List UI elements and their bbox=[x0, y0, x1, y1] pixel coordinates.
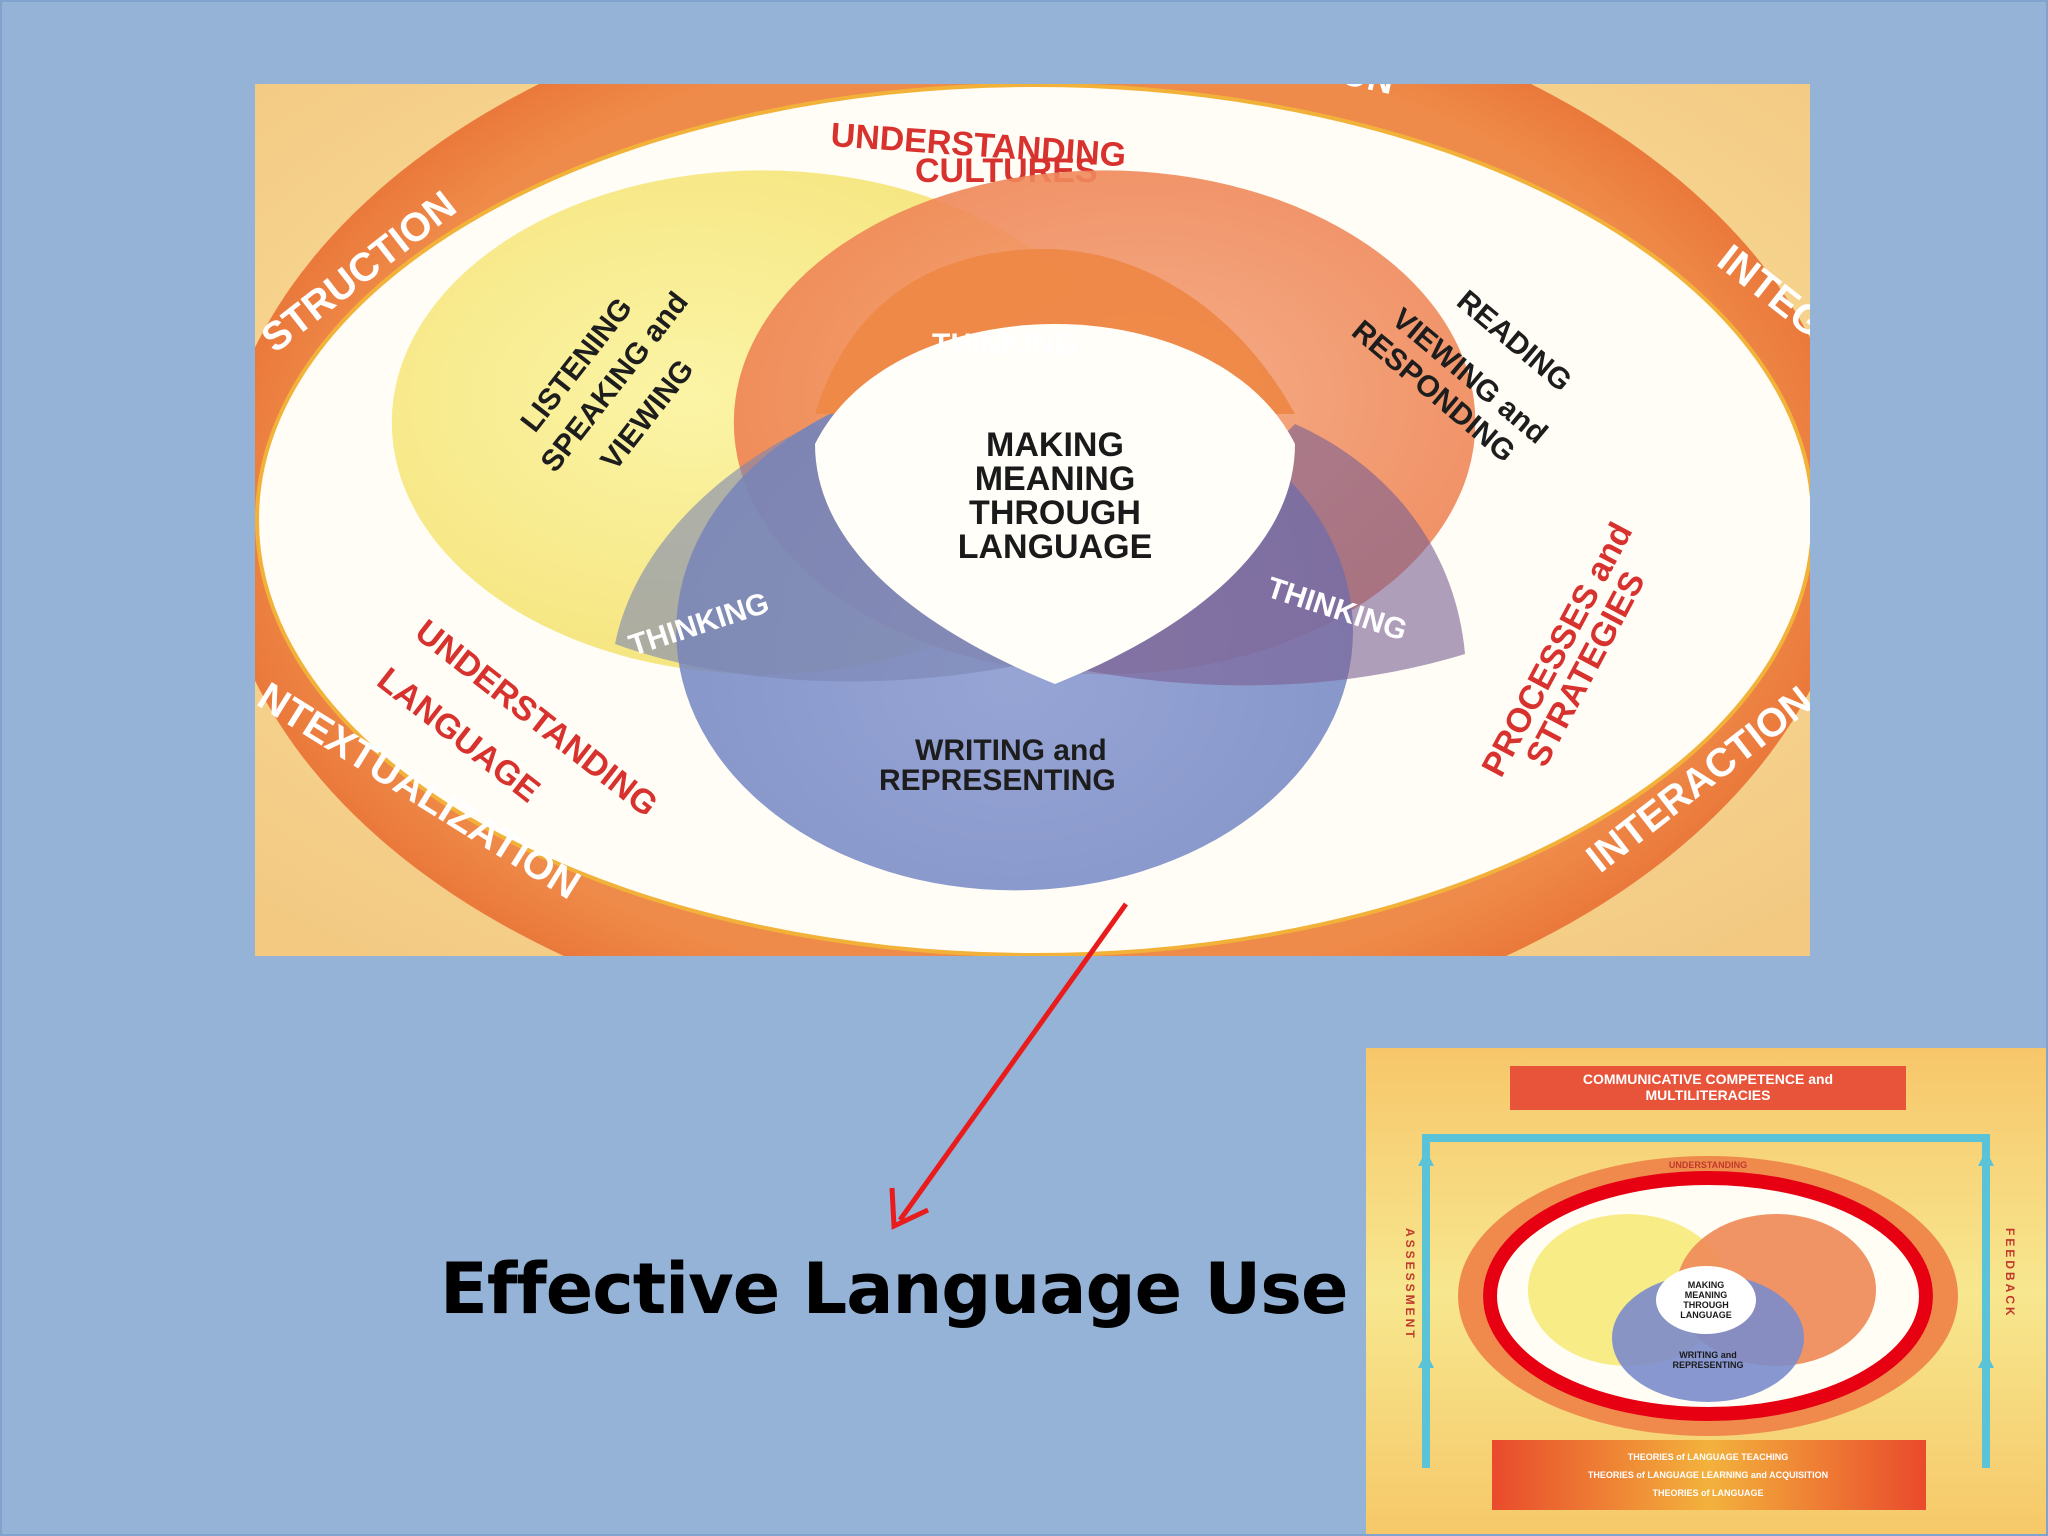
center-line1: MAKING bbox=[986, 426, 1124, 464]
thumbnail-assessment-label: ASSESSMENT bbox=[1403, 1228, 1417, 1341]
thumbnail-feedback-label: FEEDBACK bbox=[2003, 1228, 2017, 1319]
center-line4: LANGUAGE bbox=[958, 528, 1153, 566]
thinking-label-top: THINKING bbox=[932, 328, 1077, 361]
thumbnail-footer-row2: THEORIES of LANGUAGE LEARNING and ACQUIS… bbox=[1588, 1470, 1828, 1480]
overlap-left-thinking bbox=[615, 424, 1025, 682]
thumbnail-bottom-line2: REPRESENTING bbox=[1672, 1360, 1743, 1370]
center-line2: MEANING bbox=[975, 460, 1136, 498]
framework-thumbnail: COMMUNICATIVE COMPETENCE and MULTILITERA… bbox=[1366, 1048, 2048, 1536]
thumbnail-footer-row1: THEORIES of LANGUAGE TEACHING bbox=[1628, 1452, 1789, 1462]
thumbnail-arrow-left bbox=[1418, 1150, 1434, 1166]
center-line3: THROUGH bbox=[969, 494, 1141, 532]
thumbnail-footer-row3: THEORIES of LANGUAGE bbox=[1652, 1488, 1763, 1498]
thumbnail-header-line1: COMMUNICATIVE COMPETENCE and bbox=[1583, 1071, 1833, 1087]
language-framework-diagram: SION STRUCTION INTEG NTEXTUALIZATION INT… bbox=[255, 84, 1810, 956]
thumbnail-top-label-line1: UNDERSTANDING bbox=[1669, 1160, 1747, 1170]
thumbnail-arrow-right-lower bbox=[1978, 1352, 1994, 1368]
thumbnail-center-line4: LANGUAGE bbox=[1680, 1310, 1732, 1320]
thumbnail-header-line2: MULTILITERACIES bbox=[1646, 1087, 1771, 1103]
caption-effective-language-use: Effective Language Use bbox=[440, 1248, 1348, 1330]
thumbnail-center-line2: MEANING bbox=[1685, 1290, 1728, 1300]
thumbnail-center-line3: THROUGH bbox=[1683, 1300, 1729, 1310]
thumbnail-highlight-ring bbox=[1483, 1171, 1933, 1421]
arrow-head bbox=[889, 1187, 930, 1230]
circle-label-bottom-line2: REPRESENTING bbox=[879, 764, 1116, 797]
thumbnail-footer bbox=[1492, 1440, 1926, 1510]
diagram-canvas: SION STRUCTION INTEG NTEXTUALIZATION INT… bbox=[255, 84, 1810, 956]
thumbnail-arrow-left-lower bbox=[1418, 1352, 1434, 1368]
thumbnail-bottom-line1: WRITING and bbox=[1679, 1350, 1737, 1360]
thumbnail-center-line1: MAKING bbox=[1688, 1280, 1725, 1290]
thumbnail-feedback-loop bbox=[1422, 1134, 1990, 1468]
center-region bbox=[815, 324, 1295, 684]
thumbnail-header bbox=[1510, 1066, 1906, 1110]
thumbnail-arrow-right bbox=[1978, 1150, 1994, 1166]
thumbnail-canvas: COMMUNICATIVE COMPETENCE and MULTILITERA… bbox=[1366, 1048, 2048, 1536]
thumbnail-center bbox=[1656, 1266, 1756, 1334]
circle-label-bottom-line1: WRITING and bbox=[915, 734, 1107, 767]
